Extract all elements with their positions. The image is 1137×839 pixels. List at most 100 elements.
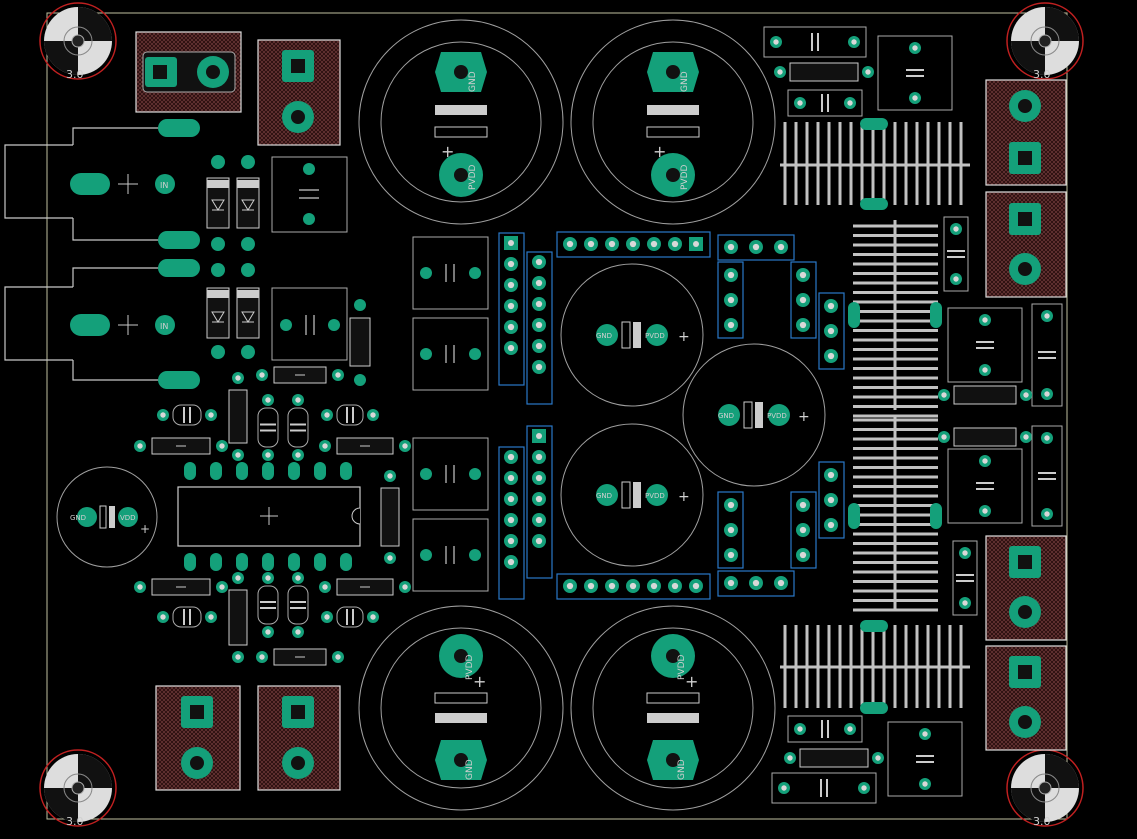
pad-hole [535, 342, 543, 350]
pad-hole [827, 496, 835, 504]
dip-pad [236, 553, 248, 571]
dip-pad [314, 462, 326, 480]
electrolytic-capacitor-center-right: GND PVDD + [682, 343, 826, 487]
pad-hole [777, 69, 783, 75]
capacitor-box [787, 715, 863, 743]
cap-pin-pvdd: PVDD [677, 654, 687, 680]
diode-group [206, 155, 260, 359]
cap-pin-gnd: GND [465, 759, 475, 780]
terminal-block-bottom-left-1 [155, 685, 241, 791]
polarity-plus: + [685, 672, 698, 691]
pad-hole [402, 584, 408, 590]
pad-hole [1044, 435, 1050, 441]
pad-hole [797, 100, 803, 106]
small-passives [134, 366, 411, 666]
box-capacitor-upper [271, 156, 348, 233]
pad-hole [507, 281, 515, 289]
pad-hole [208, 412, 214, 418]
pad-hole [507, 537, 515, 545]
dip-ic-pins [184, 462, 352, 571]
mounting-hole-bottom-right: 3.0 [1006, 749, 1084, 828]
bulk-capacitor-top-left: + GND PVDD [358, 19, 564, 225]
pad-hole [847, 100, 853, 106]
pad-hole [777, 243, 785, 251]
pad-hole [962, 550, 968, 556]
pad-hole [692, 582, 700, 590]
header-socket-top [556, 231, 845, 370]
resistor-body [789, 62, 859, 82]
bulk-capacitor-bottom-right: + PVDD GND [570, 605, 776, 811]
pad-hole [295, 629, 301, 635]
pad-hole [752, 243, 760, 251]
film-capacitor-box-2 [412, 317, 489, 391]
regulator-lower: IN [4, 259, 200, 389]
heatsink-pad [848, 302, 860, 328]
pad-hole [335, 654, 341, 660]
dip-pad [340, 553, 352, 571]
dip-ic [177, 486, 361, 547]
capacitor-body [172, 606, 202, 628]
pad-hole [587, 240, 595, 248]
pad-hole [953, 276, 959, 282]
pad-hole [982, 317, 988, 323]
pad-hole [865, 69, 871, 75]
pad-hole [387, 555, 393, 561]
pad-hole [535, 258, 543, 266]
polarity-plus: + [653, 142, 666, 161]
mounting-hole-label: 3.0 [66, 68, 84, 81]
cap-pin-pvdd: PVDD [645, 492, 665, 500]
right-side-passives [763, 26, 1063, 804]
pad-hole [535, 321, 543, 329]
dip-pad [288, 553, 300, 571]
regulator-upper: IN [4, 119, 200, 249]
pad-hole [219, 584, 225, 590]
cap-pin-gnd: GND [468, 71, 478, 92]
pad-hole [235, 575, 241, 581]
pad-hole [727, 501, 735, 509]
pad-hole [535, 537, 543, 545]
polarity-plus: + [140, 522, 150, 536]
capacitor-box [887, 721, 963, 797]
pad-hole [827, 327, 835, 335]
pad-hole [912, 45, 918, 51]
pad-hole [370, 412, 376, 418]
pad-hole [536, 433, 542, 439]
pad-hole [507, 495, 515, 503]
header-socket-left-upper [498, 232, 553, 405]
pad-hole [507, 558, 515, 566]
pad-hole [982, 508, 988, 514]
terminal-block-right-4 [985, 645, 1067, 751]
pad-hole [797, 726, 803, 732]
pad-hole [962, 600, 968, 606]
pad-hole [827, 352, 835, 360]
film-capacitor-box-3 [412, 437, 489, 511]
pad-hole [324, 412, 330, 418]
dip-pad [340, 462, 352, 480]
resistor-body [228, 389, 248, 444]
electrolytic-capacitor-center-top: GND PVDD + [560, 263, 704, 407]
cap-pin-vdd: VDD [120, 514, 136, 522]
capacitor-box [877, 35, 953, 111]
resistor-body [953, 385, 1017, 405]
terminal-block-bottom-left-2 [257, 685, 341, 791]
capacitor-body [172, 404, 202, 426]
pad-hole [265, 452, 271, 458]
pad-hole [1044, 313, 1050, 319]
pad-hole [608, 240, 616, 248]
pad-hole [982, 458, 988, 464]
pad-hole [953, 226, 959, 232]
film-capacitor-box-4 [412, 518, 489, 592]
pad-hole [295, 575, 301, 581]
pad-hole [507, 474, 515, 482]
pad-hole [387, 473, 393, 479]
pad-hole [727, 271, 735, 279]
mounting-hole-top-right: 3.0 [1006, 2, 1084, 81]
pad-hole [507, 260, 515, 268]
dip-pad [236, 462, 248, 480]
cap-pin-gnd: GND [680, 71, 690, 92]
pad-hole [370, 614, 376, 620]
pad-hole [799, 526, 807, 534]
pad-hole [259, 372, 265, 378]
cap-pin-pvdd: PVDD [468, 164, 478, 190]
pad-hole [827, 471, 835, 479]
